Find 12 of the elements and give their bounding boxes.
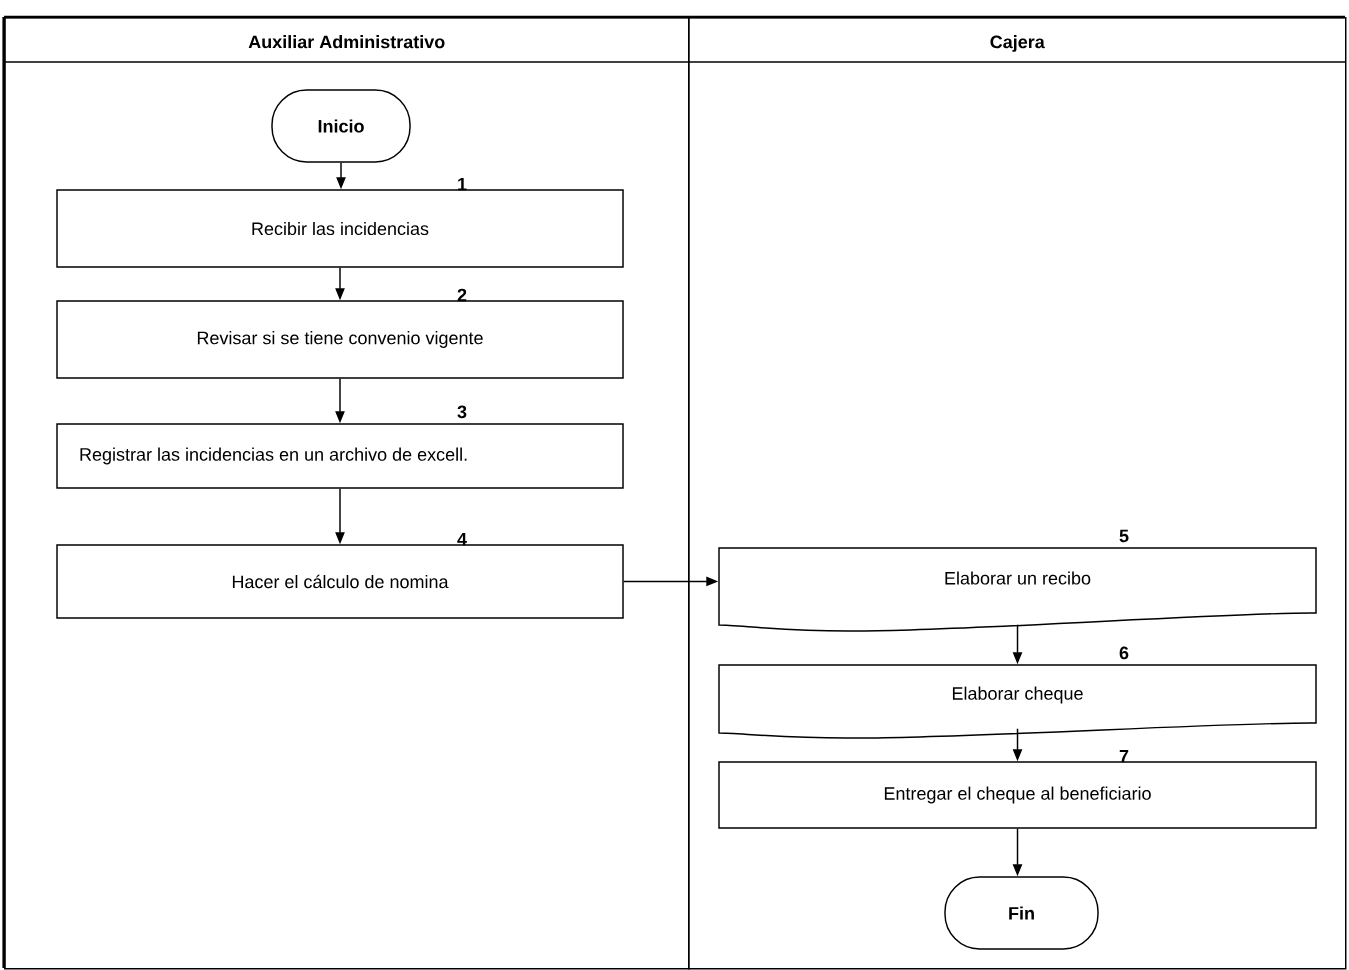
process-box: Registrar las incidencias en un archivo de excell. — [56, 423, 624, 489]
step-number: 3 — [457, 405, 467, 419]
step-number: 5 — [1119, 529, 1129, 543]
step-number: 2 — [457, 288, 467, 302]
step-number: 4 — [457, 532, 467, 546]
step-number: 7 — [1119, 749, 1129, 763]
process-box: Revisar si se tiene convenio vigente — [56, 300, 624, 379]
step-number: 1 — [458, 177, 467, 191]
process-box: Entregar el cheque al beneficiario — [718, 761, 1317, 829]
process-box: Hacer el cálculo de nomina — [56, 544, 624, 619]
process-box: Recibir las incidencias — [56, 189, 624, 268]
step-number: 6 — [1119, 646, 1129, 660]
